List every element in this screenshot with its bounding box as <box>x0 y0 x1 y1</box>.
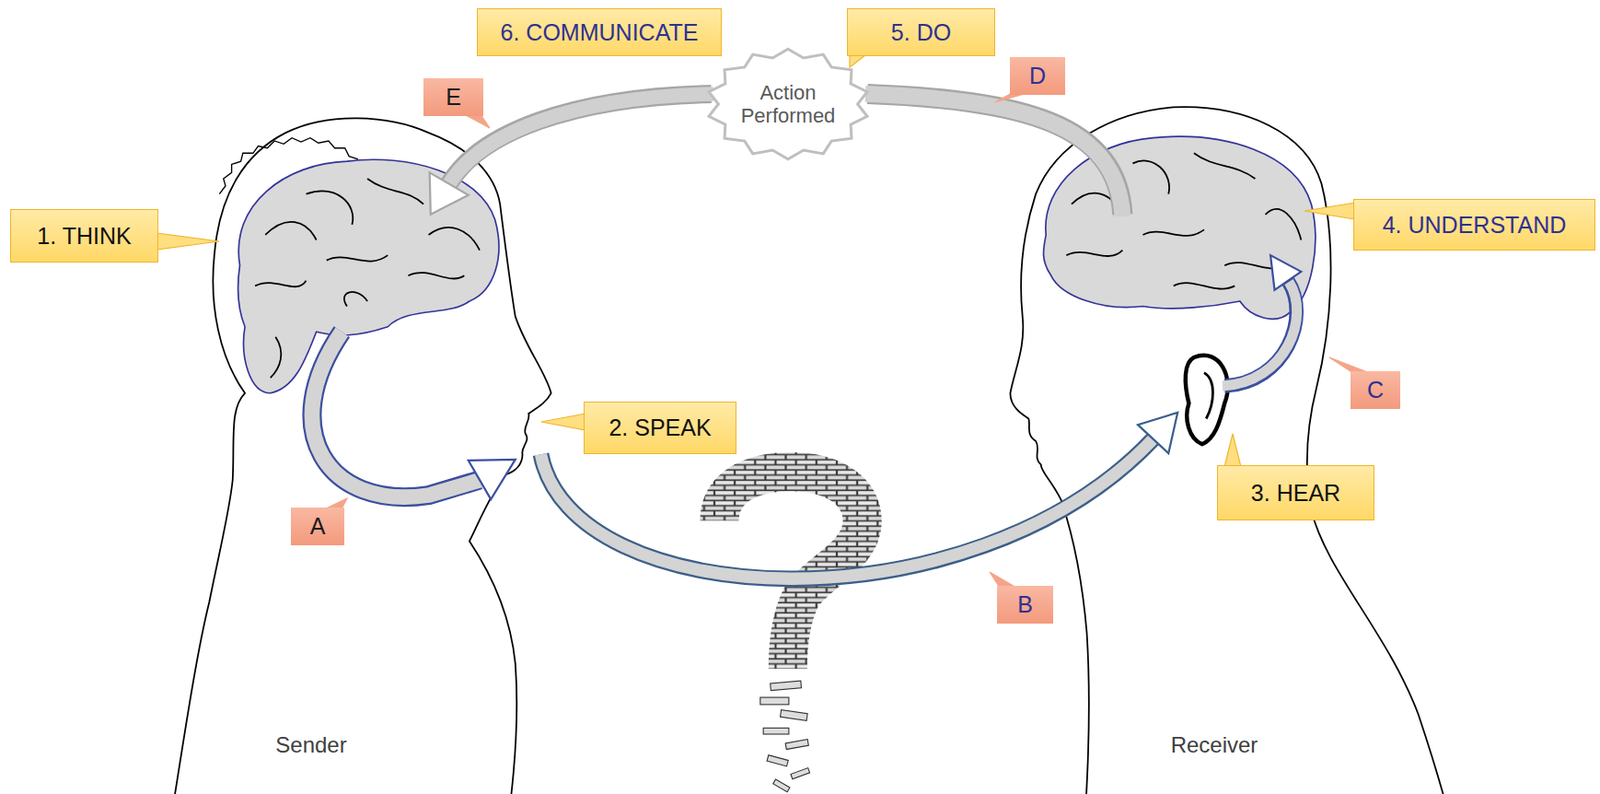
callout-pointer <box>1224 433 1241 467</box>
letter-tag: E <box>423 78 484 116</box>
brick <box>760 696 789 705</box>
letter-label: D <box>1029 62 1046 90</box>
brain-fold <box>1194 152 1256 179</box>
step-label: 3. HEAR <box>1251 479 1341 507</box>
step-label: 2. SPEAK <box>608 414 711 441</box>
brain-fold <box>1132 160 1170 194</box>
burst-shape <box>708 48 868 160</box>
sender-brain <box>237 159 499 394</box>
receiver-brain <box>1043 136 1316 319</box>
brain-fold <box>428 227 480 251</box>
letter-label: B <box>1017 591 1033 618</box>
brain-fold <box>1265 208 1302 241</box>
brain-fold <box>265 221 316 241</box>
step-label: 6. COMMUNICATE <box>500 19 699 47</box>
brick <box>785 739 809 750</box>
ear-inner <box>1204 372 1213 419</box>
sender-silhouette <box>162 117 551 794</box>
brick <box>773 778 790 792</box>
callout-pointer <box>1304 202 1356 220</box>
arrow-think-speak <box>312 331 481 497</box>
step-callout: 4. UNDERSTAND <box>1353 198 1596 251</box>
brain-fold <box>270 336 282 378</box>
arrowhead <box>1137 412 1178 453</box>
step-label: 4. UNDERSTAND <box>1382 211 1567 239</box>
letter-tag: C <box>1350 371 1401 409</box>
callout-pointer <box>849 54 867 68</box>
brain-fold <box>367 178 424 205</box>
step-callout: 3. HEAR <box>1217 464 1375 521</box>
action-text: Action Performed <box>732 81 844 128</box>
arrow-do-communicate <box>448 93 714 186</box>
scene <box>162 93 1460 794</box>
brick <box>766 754 789 766</box>
arrowhead <box>429 172 469 214</box>
brain-fold <box>1173 282 1236 289</box>
role-label: Sender <box>275 731 347 758</box>
brick <box>780 709 809 721</box>
brain-fold <box>306 191 354 225</box>
falling-bricks <box>760 680 811 792</box>
brain-fold <box>344 291 368 307</box>
letter-tag: A <box>290 507 345 545</box>
brain-fold <box>326 255 389 261</box>
receiver-ear <box>1185 355 1229 444</box>
arrow-speak-hear <box>541 438 1155 580</box>
brain-fold <box>1143 229 1206 235</box>
sender-brain-folds <box>255 178 480 378</box>
step-callout: 5. DO <box>846 8 996 57</box>
step-label: 1. THINK <box>36 222 131 250</box>
callout-pointer <box>463 114 490 128</box>
arrow-understand-do <box>865 93 1123 217</box>
step-callout: 2. SPEAK <box>583 401 737 454</box>
brain-fold <box>407 272 464 279</box>
letter-label: E <box>445 83 462 111</box>
brick <box>770 680 802 691</box>
brick <box>763 727 789 734</box>
brain-fold <box>1066 250 1123 256</box>
letter-label: A <box>310 512 326 540</box>
step-callout: 1. THINK <box>10 208 159 263</box>
step-label: 5. DO <box>891 19 951 47</box>
arrowhead <box>1270 255 1301 290</box>
arrowhead <box>468 459 516 499</box>
arrow-hear-understand <box>1222 281 1298 386</box>
callout-pointer <box>156 232 220 250</box>
action-burst: Action Performed <box>705 47 871 161</box>
brain-fold <box>255 280 306 287</box>
letter-tag: D <box>1009 57 1066 95</box>
step-callout: 6. COMMUNICATE <box>476 8 722 57</box>
letter-tag: B <box>997 585 1054 624</box>
role-label: Receiver <box>1171 731 1259 758</box>
brick <box>790 767 811 779</box>
callout-pointer <box>541 413 586 430</box>
letter-label: C <box>1367 376 1384 404</box>
